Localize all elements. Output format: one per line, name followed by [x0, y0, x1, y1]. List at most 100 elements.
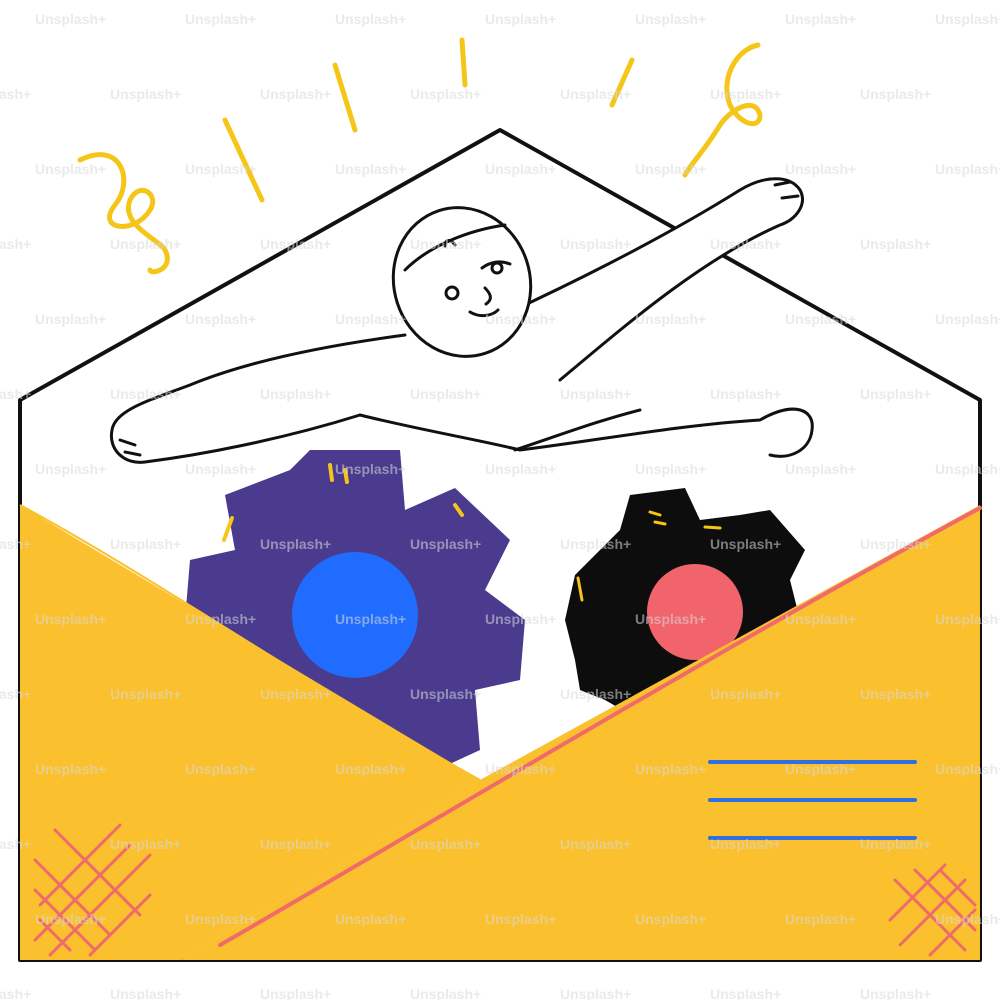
watermark-text: Unsplash+: [860, 536, 931, 552]
watermark-text: Unsplash+: [485, 11, 556, 27]
person-nose: [483, 286, 492, 306]
watermark-text: Unsplash+: [110, 236, 181, 252]
watermark-text: Unsplash+: [110, 986, 181, 1000]
watermark-text: Unsplash+: [35, 161, 106, 177]
watermark-text: Unsplash+: [710, 986, 781, 1000]
watermark-text: Unsplash+: [710, 536, 781, 552]
watermark-text: Unsplash+: [410, 986, 481, 1000]
watermark-text: Unsplash+: [35, 761, 106, 777]
watermark-text: Unsplash+: [635, 11, 706, 27]
gear-large-highlights: [222, 463, 464, 542]
spark-line-4: [609, 57, 635, 108]
watermark-text: Unsplash+: [560, 986, 631, 1000]
person-eyebrow: [480, 260, 512, 270]
watermark-layer: Unsplash+ Unsplash+ Unsplash+ Unsplash+ Unsp…: [0, 11, 1000, 1000]
watermark-text: Unsplash+: [185, 911, 256, 927]
watermark-text: Unsplash+: [710, 236, 781, 252]
watermark-text: Unsplash+: [635, 161, 706, 177]
watermark-text: Unsplash+: [485, 911, 556, 927]
person-right-hand-fingers: [773, 180, 800, 200]
spark-line-1: [222, 117, 265, 203]
watermark-text: Unsplash+: [110, 836, 181, 852]
envelope-front-fold: [19, 504, 481, 781]
watermark-text: Unsplash+: [785, 11, 856, 27]
watermark-text: Unsplash+: [860, 386, 931, 402]
watermark-text: Unsplash+: [0, 386, 31, 402]
watermark-text: Unsplash+: [485, 161, 556, 177]
watermark-text: Unsplash+: [935, 911, 1000, 927]
person-mouth: [468, 308, 500, 318]
watermark-text: Unsplash+: [185, 161, 256, 177]
watermark-text: Unsplash+: [410, 386, 481, 402]
watermark-text: Unsplash+: [260, 86, 331, 102]
watermark-text: Unsplash+: [110, 86, 181, 102]
envelope-icon: [18, 128, 982, 962]
watermark-text: Unsplash+: [110, 536, 181, 552]
watermark-text: Unsplash+: [410, 86, 481, 102]
watermark-text: Unsplash+: [185, 461, 256, 477]
spark-lines-icon: [77, 37, 763, 275]
watermark-text: Unsplash+: [635, 461, 706, 477]
watermark-text: Unsplash+: [260, 386, 331, 402]
spark-line-3: [459, 37, 468, 88]
gear-small-icon: [565, 488, 805, 720]
watermark-text: Unsplash+: [635, 611, 706, 627]
watermark-text: Unsplash+: [785, 611, 856, 627]
watermark-text: Unsplash+: [560, 86, 631, 102]
watermark-text: Unsplash+: [935, 761, 1000, 777]
watermark-text: Unsplash+: [35, 461, 106, 477]
watermark-text: Unsplash+: [935, 161, 1000, 177]
watermark-text: Unsplash+: [35, 11, 106, 27]
watermark-text: Unsplash+: [35, 911, 106, 927]
watermark-text: Unsplash+: [485, 311, 556, 327]
watermark-text: Unsplash+: [860, 236, 931, 252]
watermark-text: Unsplash+: [260, 236, 331, 252]
watermark-text: Unsplash+: [0, 836, 31, 852]
watermark-text: Unsplash+: [860, 686, 931, 702]
watermark-text: Unsplash+: [710, 836, 781, 852]
watermark-text: Unsplash+: [260, 986, 331, 1000]
watermark-text: Unsplash+: [785, 311, 856, 327]
watermark-text: Unsplash+: [635, 311, 706, 327]
watermark-text: Unsplash+: [485, 461, 556, 477]
gear-small-hub: [647, 564, 743, 660]
watermark-text: Unsplash+: [110, 686, 181, 702]
envelope-front-left: [20, 505, 480, 960]
watermark-text: Unsplash+: [185, 11, 256, 27]
watermark-text: Unsplash+: [935, 311, 1000, 327]
watermark-text: Unsplash+: [560, 536, 631, 552]
watermark-text: Unsplash+: [35, 611, 106, 627]
watermark-text: Unsplash+: [710, 686, 781, 702]
spark-line-2: [332, 62, 358, 133]
watermark-text: Unsplash+: [185, 611, 256, 627]
watermark-text: Unsplash+: [110, 386, 181, 402]
watermark-text: Unsplash+: [410, 836, 481, 852]
watermark-text: Unsplash+: [935, 461, 1000, 477]
gear-large-hub: [292, 552, 418, 678]
watermark-text: Unsplash+: [335, 911, 406, 927]
watermark-text: Unsplash+: [935, 11, 1000, 27]
watermark-text: Unsplash+: [560, 386, 631, 402]
watermark-text: Unsplash+: [785, 461, 856, 477]
person-head: [391, 206, 533, 358]
watermark-text: Unsplash+: [560, 836, 631, 852]
watermark-text: Unsplash+: [560, 236, 631, 252]
watermark-text: Unsplash+: [260, 836, 331, 852]
watermark-text: Unsplash+: [785, 161, 856, 177]
watermark-text: Unsplash+: [0, 236, 31, 252]
watermark-text: Unsplash+: [635, 911, 706, 927]
watermark-text: Unsplash+: [410, 536, 481, 552]
watermark-text: Unsplash+: [410, 686, 481, 702]
letter-lines: [708, 760, 917, 840]
watermark-text: Unsplash+: [335, 761, 406, 777]
watermark-text: Unsplash+: [485, 761, 556, 777]
watermark-text: Unsplash+: [335, 11, 406, 27]
watermark-text: Unsplash+: [185, 311, 256, 327]
watermark-text: Unsplash+: [785, 911, 856, 927]
watermark-text: Unsplash+: [0, 686, 31, 702]
watermark-text: Unsplash+: [485, 611, 556, 627]
watermark-text: Unsplash+: [0, 536, 31, 552]
watermark-text: Unsplash+: [185, 761, 256, 777]
